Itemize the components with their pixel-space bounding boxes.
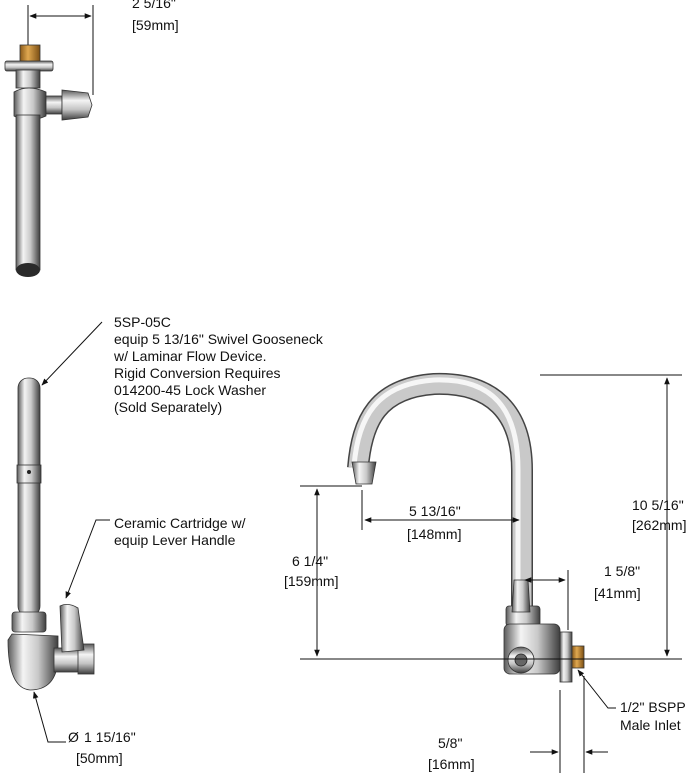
top-width-mm-label: [59mm] xyxy=(132,17,179,33)
spout-height-label: 6 1/4" xyxy=(292,553,328,569)
front-view: 10 5/16" [262mm] 6 1/4" [159mm] 5 13/16"… xyxy=(284,372,689,773)
spout-height-mm-label: [159mm] xyxy=(284,573,338,589)
total-height-mm-label: [262mm] xyxy=(632,517,686,533)
top-spout xyxy=(15,114,41,271)
offset-mm-label: [41mm] xyxy=(594,585,641,601)
cartridge-callout: Ceramic Cartridge w/ equip Lever Handle xyxy=(114,515,249,548)
base-diameter-mm-label: [50mm] xyxy=(76,750,123,766)
diameter-symbol: Ø xyxy=(68,729,79,745)
reach-label: 5 13/16" xyxy=(409,503,461,519)
side-view: 5SP-05C equip 5 13/16" Swivel Gooseneck … xyxy=(7,314,327,766)
front-gooseneck xyxy=(348,374,532,618)
top-width-label: 2 5/16" xyxy=(132,0,176,11)
side-nut xyxy=(11,611,47,633)
top-spout-tip xyxy=(16,263,40,277)
flange-label: 5/8" xyxy=(438,735,462,751)
front-aerator xyxy=(351,461,377,485)
base-diameter-label: 1 15/16" xyxy=(84,729,136,745)
top-handle xyxy=(61,89,93,121)
flange-mm-label: [16mm] xyxy=(428,756,475,772)
front-brass-inlet xyxy=(571,645,585,669)
offset-label: 1 5/8" xyxy=(604,563,640,579)
side-lever-handle xyxy=(59,604,85,653)
inlet-callout: 1/2" BSPP Male Inlet xyxy=(620,699,689,733)
total-height-label: 10 5/16" xyxy=(632,497,684,513)
cartridge-callout-leader xyxy=(65,519,110,599)
side-valve-body xyxy=(7,633,59,691)
front-flange xyxy=(559,631,573,683)
diameter-callout-leader xyxy=(33,691,66,743)
side-spout-tube xyxy=(17,377,41,617)
spout-callout-leader xyxy=(41,321,103,386)
top-flange xyxy=(4,60,54,72)
spout-callout: 5SP-05C equip 5 13/16" Swivel Gooseneck … xyxy=(113,314,327,415)
top-brass-inlet xyxy=(19,44,41,64)
top-view: 2 5/16" [59mm] xyxy=(4,0,179,277)
inlet-callout-leader xyxy=(577,669,616,709)
front-lever xyxy=(511,579,531,613)
reach-mm-label: [148mm] xyxy=(407,526,461,542)
